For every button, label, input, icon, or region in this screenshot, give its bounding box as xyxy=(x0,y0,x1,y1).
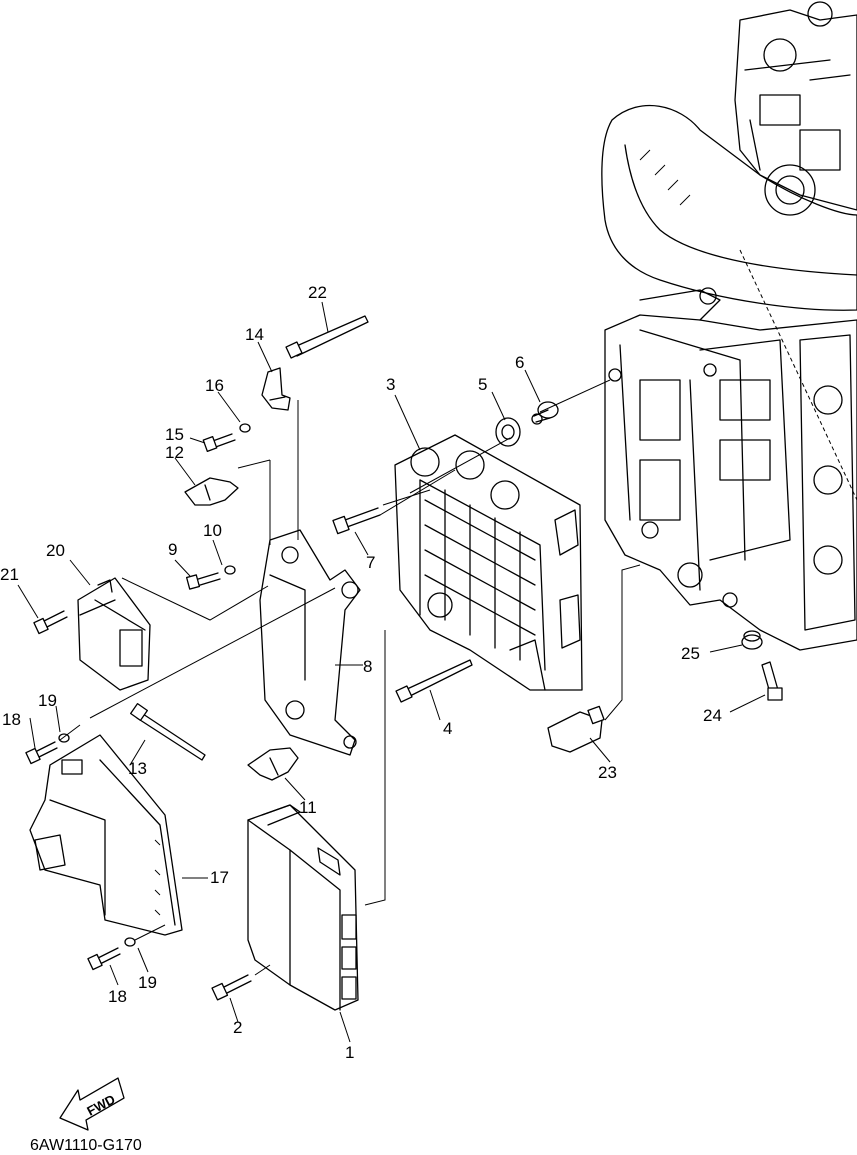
callout-15: 15 xyxy=(165,425,184,444)
drawing-code: 6AW1110-G170 xyxy=(30,1137,142,1154)
engine-block xyxy=(601,1,857,651)
callout-18b: 18 xyxy=(108,987,127,1006)
bracket-3 xyxy=(394,434,583,691)
callout-5: 5 xyxy=(478,375,487,394)
plate-8 xyxy=(259,529,361,756)
cable-tie-4 xyxy=(395,659,473,703)
washer-19a xyxy=(58,733,70,743)
washer-19b xyxy=(124,937,136,947)
callout-11: 11 xyxy=(299,798,317,817)
callout-4: 4 xyxy=(443,719,452,738)
callout-16: 16 xyxy=(205,376,224,395)
assembly-lines xyxy=(59,379,641,976)
callout-8: 8 xyxy=(363,657,372,676)
callout-19a: 19 xyxy=(38,691,57,710)
callout-19b: 19 xyxy=(138,973,157,992)
callout-24: 24 xyxy=(703,706,722,725)
callout-14: 14 xyxy=(245,325,264,344)
fwd-arrow-icon: FWD xyxy=(59,1077,125,1131)
sensor-23 xyxy=(547,705,605,753)
grommet-25 xyxy=(741,630,763,650)
bracket-17 xyxy=(29,734,183,936)
callout-9: 9 xyxy=(168,540,177,559)
relay-20 xyxy=(77,577,151,691)
callout-10: 10 xyxy=(203,521,222,540)
callout-2: 2 xyxy=(233,1018,242,1037)
callout-12: 12 xyxy=(165,443,184,462)
callout-3: 3 xyxy=(386,375,395,394)
bolt-2 xyxy=(211,974,252,1001)
bolt-18a xyxy=(25,741,58,765)
callout-22: 22 xyxy=(308,283,327,302)
bolt-7 xyxy=(332,507,381,535)
bolt-15 xyxy=(202,433,236,452)
clamp-12 xyxy=(184,477,239,506)
cable-tie-22 xyxy=(285,315,369,359)
clamp-11 xyxy=(247,747,299,781)
callout-labels: 1 2 3 4 5 6 7 8 9 10 11 12 13 14 15 16 1… xyxy=(0,283,722,1062)
callout-13: 13 xyxy=(128,759,147,778)
sensor-24 xyxy=(761,661,783,701)
callout-7: 7 xyxy=(366,553,375,572)
clip-14 xyxy=(261,367,291,411)
bolt-9 xyxy=(185,572,221,590)
grommet-5 xyxy=(495,417,521,447)
callout-23: 23 xyxy=(598,763,617,782)
leader-lines xyxy=(17,301,766,1043)
callout-6: 6 xyxy=(515,353,524,372)
bolt-18b xyxy=(87,947,121,971)
callout-18a: 18 xyxy=(2,710,21,729)
callout-25: 25 xyxy=(681,644,700,663)
cable-tie-13 xyxy=(129,702,206,761)
washer-16 xyxy=(239,423,251,433)
washer-10 xyxy=(224,565,236,575)
callout-1: 1 xyxy=(345,1043,354,1062)
callout-17: 17 xyxy=(210,868,229,887)
callout-21: 21 xyxy=(0,565,19,584)
bolt-21 xyxy=(33,610,68,635)
ecu-1 xyxy=(247,804,359,1011)
callout-20: 20 xyxy=(46,541,65,560)
